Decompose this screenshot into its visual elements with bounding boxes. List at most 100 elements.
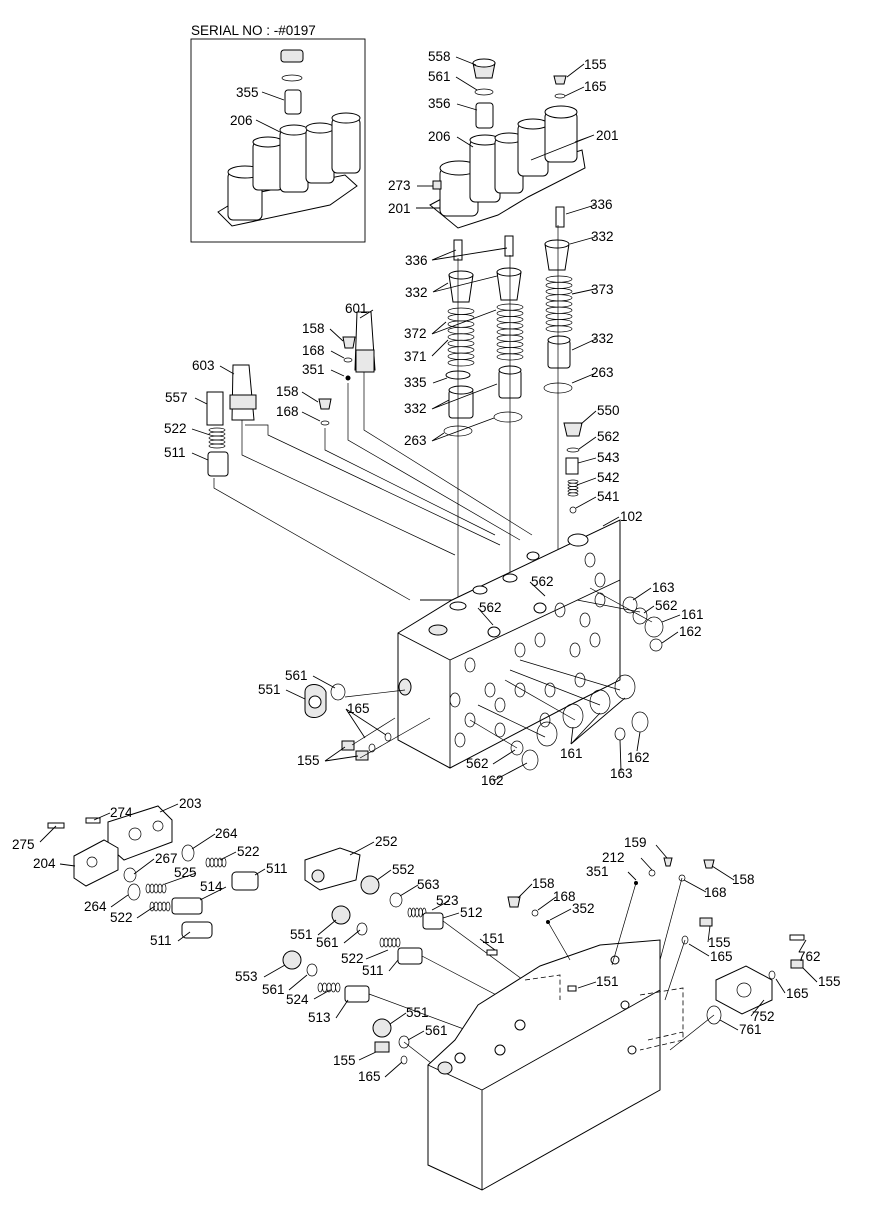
- callout-264: 264: [84, 899, 107, 914]
- port-hole: [534, 632, 546, 648]
- spring-coil: [545, 281, 573, 289]
- callout-522: 522: [341, 951, 364, 966]
- callout-561: 561: [285, 668, 308, 683]
- oring-263-b: [493, 411, 523, 423]
- spring-coil: [545, 294, 573, 302]
- port-hole: [494, 722, 506, 738]
- spring-coil: [447, 339, 475, 348]
- spring-coil: [330, 982, 336, 993]
- callout-201: 201: [388, 201, 411, 216]
- callout-336: 336: [590, 197, 613, 212]
- callout-206: 206: [230, 113, 253, 128]
- plug-158-c: [703, 859, 715, 869]
- port-hole: [589, 632, 601, 648]
- oring-561-side: [330, 683, 346, 701]
- spool-511-c: [181, 921, 213, 939]
- inset-sleeve-355: [284, 89, 302, 115]
- spring-522-upper: [208, 427, 226, 449]
- plug-552: [360, 875, 380, 895]
- callout-562: 562: [479, 600, 502, 615]
- spring-coil: [379, 937, 385, 948]
- oring-162-right: [649, 638, 663, 652]
- callout-511: 511: [150, 933, 172, 948]
- connector-273: [432, 180, 442, 190]
- spring-coil: [447, 359, 475, 367]
- plug-155-side-b: [355, 750, 369, 761]
- spring-coil: [567, 489, 579, 494]
- spring-coil: [567, 479, 579, 484]
- spring-coil: [153, 883, 159, 894]
- callout-165: 165: [347, 701, 370, 716]
- plug-159: [663, 857, 673, 867]
- spring-coil: [545, 275, 573, 283]
- callout-371: 371: [404, 349, 427, 364]
- spring-coil: [208, 443, 226, 449]
- spring-coil: [209, 857, 215, 868]
- callout-513: 513: [308, 1010, 331, 1025]
- callout-561: 561: [316, 935, 339, 950]
- port-hole: [449, 692, 461, 708]
- spring-524: [317, 982, 341, 993]
- oring-165-c: [681, 935, 689, 945]
- port-hole: [584, 552, 596, 568]
- spring-coil: [411, 907, 416, 918]
- callout-522: 522: [164, 421, 187, 436]
- callout-163: 163: [652, 580, 675, 595]
- callout-212: 212: [602, 850, 625, 865]
- port-hole: [464, 657, 476, 673]
- callout-158: 158: [302, 321, 325, 336]
- callout-603: 603: [192, 358, 215, 373]
- oring-264-b: [127, 883, 141, 901]
- callout-151: 151: [482, 931, 505, 946]
- callout-201: 201: [596, 128, 619, 143]
- inset-frame: [190, 38, 366, 243]
- callout-162: 162: [627, 750, 650, 765]
- spring-373: [545, 275, 573, 333]
- callout-558: 558: [428, 49, 451, 64]
- callout-335: 335: [404, 375, 427, 390]
- oring-165-lower: [400, 1055, 408, 1065]
- spring-522-d: [379, 937, 401, 948]
- ball-351: [345, 375, 351, 381]
- plug-553: [282, 950, 302, 970]
- spring-coil: [567, 492, 579, 497]
- callout-161: 161: [560, 746, 583, 761]
- callout-274: 274: [110, 805, 133, 820]
- port-hole: [544, 682, 556, 698]
- port-hole: [484, 682, 496, 698]
- callout-762: 762: [798, 949, 821, 964]
- spring-coil: [447, 333, 475, 341]
- callout-252: 252: [375, 834, 398, 849]
- callout-551: 551: [406, 1005, 429, 1020]
- relief-valve-group: [206, 311, 533, 601]
- callout-163: 163: [610, 766, 633, 781]
- inset-panel: SERIAL NO : -#0197: [190, 23, 366, 243]
- spring-coil: [145, 883, 151, 894]
- spring-coil: [414, 907, 420, 918]
- callout-761: 761: [739, 1022, 762, 1037]
- callout-351: 351: [586, 864, 609, 879]
- spring-coil: [545, 300, 573, 308]
- callout-355: 355: [236, 85, 259, 100]
- plug-155-top: [553, 75, 567, 85]
- spring-coil: [447, 352, 475, 360]
- callout-264: 264: [215, 826, 238, 841]
- callout-522: 522: [110, 910, 133, 925]
- callout-332: 332: [404, 401, 427, 416]
- spring-coil: [208, 431, 226, 437]
- plug-155-right: [790, 959, 804, 969]
- callout-551: 551: [258, 682, 281, 697]
- callout-523: 523: [436, 893, 459, 908]
- spring-coil: [161, 901, 167, 912]
- spring-542: [567, 479, 579, 497]
- spool-512: [422, 912, 444, 930]
- port-hole: [569, 642, 581, 658]
- oring-165-side-b: [368, 743, 376, 753]
- cover-assembly-203: [47, 805, 259, 939]
- callout-273: 273: [388, 178, 411, 193]
- callout-522: 522: [237, 844, 260, 859]
- plug-155-side-a: [341, 740, 355, 751]
- callout-563: 563: [417, 877, 440, 892]
- callout-161: 161: [681, 607, 704, 622]
